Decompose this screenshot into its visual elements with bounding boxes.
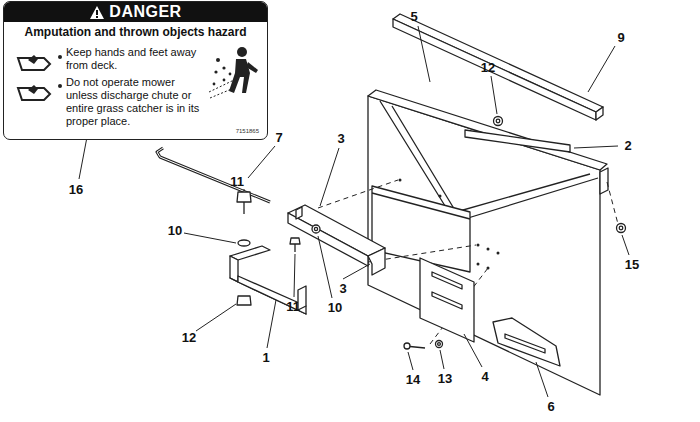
callout-number: 15 [625, 258, 639, 272]
signal-word: DANGER [109, 3, 181, 21]
callout-number: 3 [339, 282, 346, 296]
callout-number: 10 [328, 301, 342, 315]
warning-text: Do not operate mower unless discharge ch… [66, 76, 208, 128]
callout-number: 11 [230, 175, 244, 189]
callout-number: 16 [69, 183, 83, 197]
callout-number: 5 [410, 10, 417, 24]
callout-number: 9 [617, 31, 624, 45]
hazard-title: Amputation and thrown objects hazard [8, 25, 263, 39]
callout-number: 2 [624, 139, 631, 153]
callout-number: 7 [275, 131, 282, 145]
callout-number: 3 [337, 132, 344, 146]
callout-number: 12 [182, 331, 196, 345]
callout-number: 10 [168, 224, 182, 238]
warning-triangle [89, 5, 105, 20]
callout-number: 14 [406, 373, 420, 387]
callout-number: 4 [481, 370, 488, 384]
warning-decal: DANGER Amputation and thrown objects haza… [3, 1, 268, 140]
decal-code: 7151865 [236, 128, 259, 135]
callout-number: 6 [547, 400, 554, 414]
callout-number: 11 [286, 300, 300, 314]
callout-number: 12 [481, 61, 495, 75]
callout-number: 1 [262, 351, 269, 365]
callout-number: 13 [438, 372, 452, 386]
danger-band: DANGER [4, 2, 267, 22]
warning-text: Keep hands and feet away from deck. [66, 46, 208, 72]
